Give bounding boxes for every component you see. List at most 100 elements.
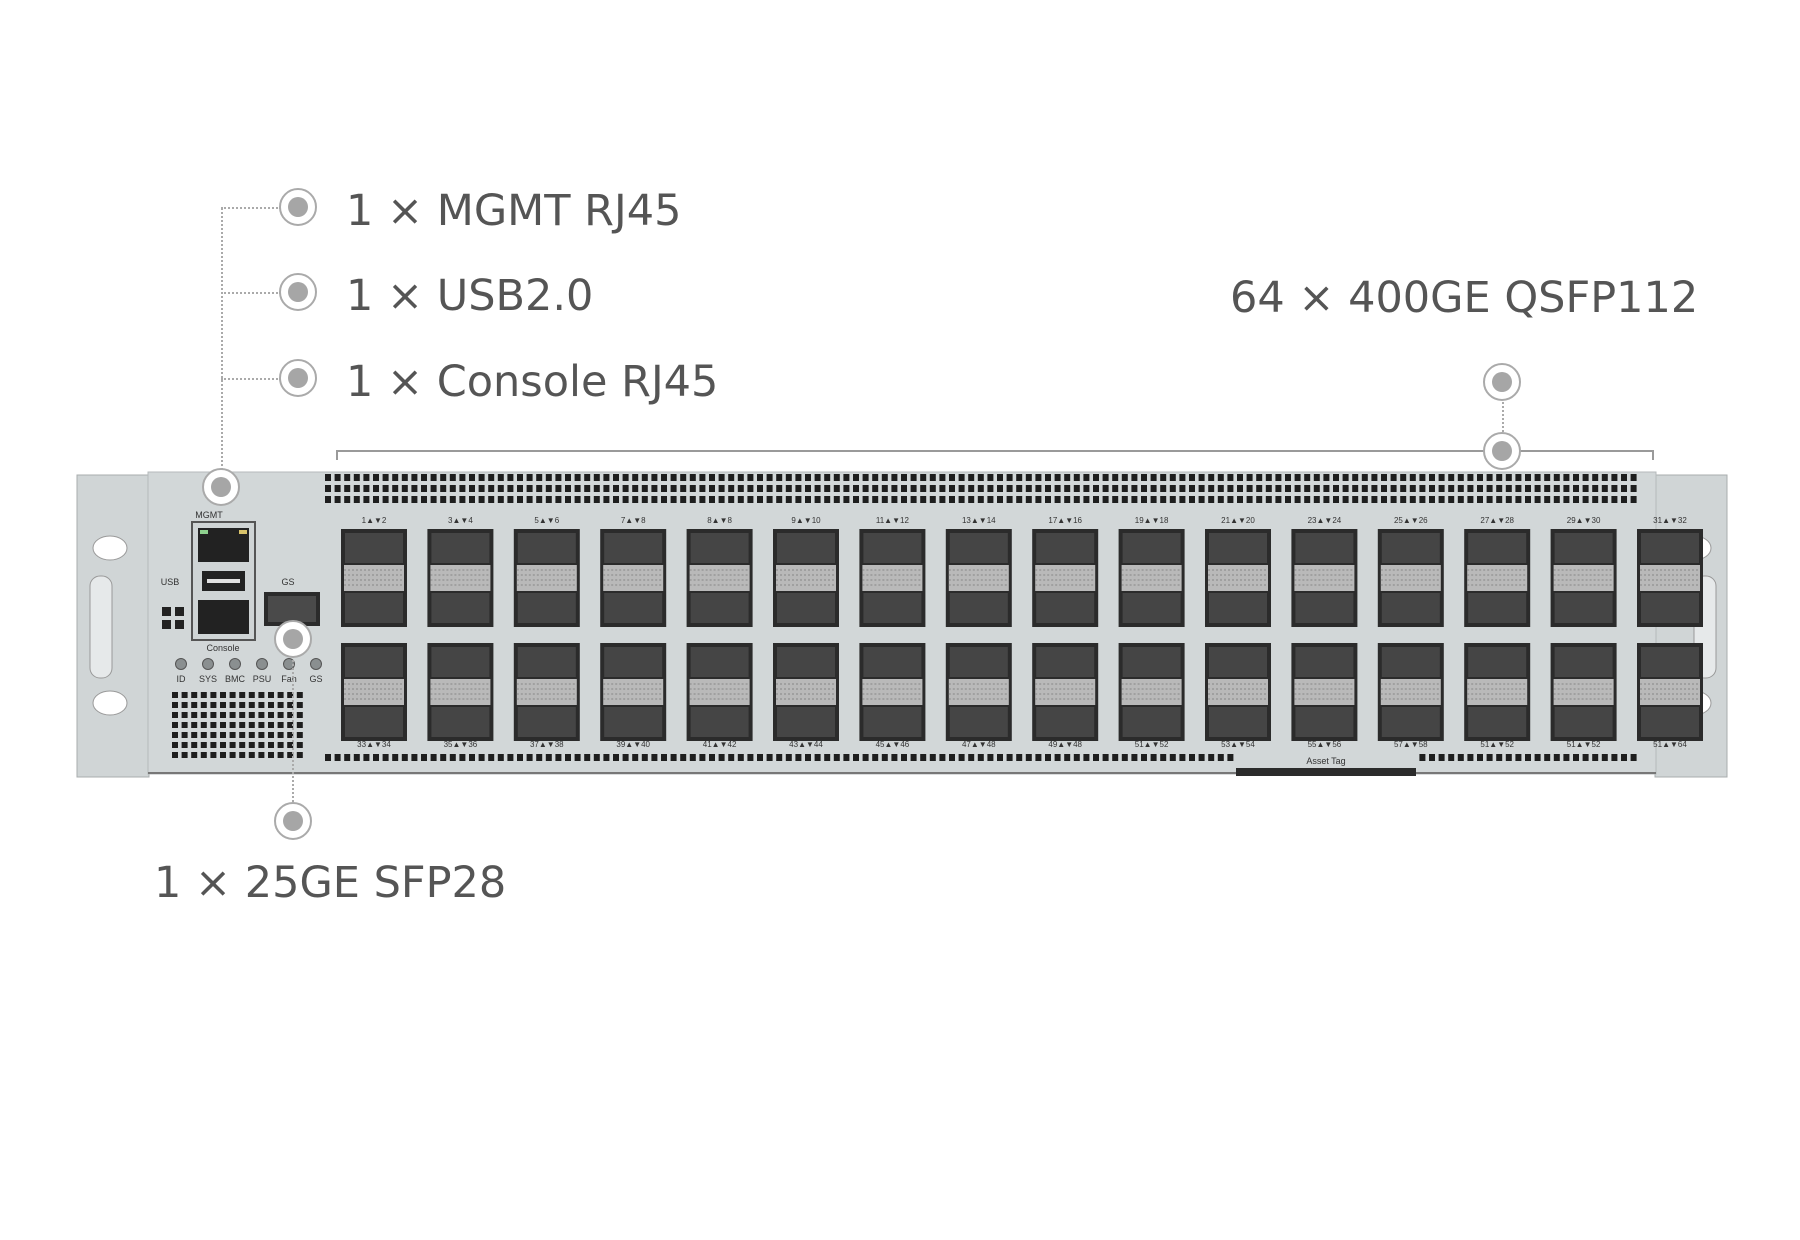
led-id	[175, 658, 187, 670]
qsfp-cage-bottom-5[interactable]	[686, 643, 753, 741]
qsfp-cage-top-11[interactable]	[1205, 529, 1271, 627]
qsfp-cage-top-6[interactable]	[773, 529, 839, 627]
port-label-bottom-6: 43▲▼44	[789, 740, 823, 749]
vent-top	[325, 474, 1637, 503]
qsfp-cage-top-9[interactable]	[1032, 529, 1099, 627]
port-label-bottom-14: 51▲▼52	[1480, 740, 1514, 749]
led-label-gs: GS	[309, 674, 322, 684]
port-label-top-1: 1▲▼2	[362, 516, 387, 525]
qsfp-cage-top-15[interactable]	[1550, 529, 1617, 627]
usb-leader	[221, 292, 281, 294]
sfp-marker	[274, 802, 312, 840]
led-label-psu: PSU	[253, 674, 272, 684]
qsfp-marker	[1483, 363, 1521, 401]
qsfp-callout: 64 × 400GE QSFP112	[1230, 273, 1699, 323]
mgmt-block: MGMT USB Console GS	[161, 510, 320, 653]
qsfp-cage-top-10[interactable]	[1118, 529, 1185, 627]
led-fan	[283, 658, 295, 670]
console-leader	[221, 378, 281, 380]
qsfp-cage-bottom-13[interactable]	[1377, 643, 1444, 741]
sfp-leader	[292, 640, 294, 810]
led-label-fan: Fan	[281, 674, 297, 684]
vent-bottom	[325, 754, 1637, 761]
qsfp-bracket	[336, 450, 1654, 460]
console-marker	[279, 359, 317, 397]
led-psu	[256, 658, 268, 670]
console-port-label: Console	[206, 643, 239, 653]
qsfp-cage-bottom-7[interactable]	[859, 643, 926, 741]
qsfp-cage-bottom-8[interactable]	[945, 643, 1012, 741]
qsfp-cage-bottom-12[interactable]	[1291, 643, 1358, 741]
port-label-bottom-12: 55▲▼56	[1308, 740, 1342, 749]
port-label-top-3: 5▲▼6	[534, 516, 559, 525]
qsfp-cage-top-8[interactable]	[945, 529, 1012, 627]
qsfp-cage-bottom-6[interactable]	[773, 643, 839, 741]
mgmt-port-label: MGMT	[195, 510, 223, 520]
mgmt-callout: 1 × MGMT RJ45	[346, 186, 682, 236]
qsfp-bracket-marker	[1483, 432, 1521, 470]
qsfp-cage-bottom-16[interactable]	[1637, 643, 1703, 741]
usb-callout: 1 × USB2.0	[346, 271, 594, 321]
qsfp-cage-bottom-10[interactable]	[1118, 643, 1185, 741]
port-label-bottom-3: 37▲▼38	[530, 740, 564, 749]
port-label-bottom-8: 47▲▼48	[962, 740, 996, 749]
qsfp-cage-bottom-4[interactable]	[600, 643, 667, 741]
port-label-top-4: 7▲▼8	[621, 516, 646, 525]
rack-ear-left	[76, 474, 150, 778]
port-label-top-7: 11▲▼12	[876, 516, 910, 525]
qsfp-cage-top-1[interactable]	[341, 529, 407, 627]
port-label-bottom-1: 33▲▼34	[357, 740, 391, 749]
led-label-sys: SYS	[199, 674, 217, 684]
mgmt-marker	[279, 188, 317, 226]
port-label-top-2: 3▲▼4	[448, 516, 473, 525]
status-leds: ID SYS BMC PSU Fan GS	[175, 658, 323, 684]
qsfp-cage-top-13[interactable]	[1377, 529, 1444, 627]
port-label-bottom-4: 39▲▼40	[616, 740, 650, 749]
qsfp-cage-bottom-1[interactable]	[341, 643, 407, 741]
port-label-top-6: 9▲▼10	[791, 516, 821, 525]
qsfp-cage-bottom-2[interactable]	[427, 643, 494, 741]
port-label-bottom-16: 51▲▼64	[1653, 740, 1687, 749]
qsfp-cage-bottom-3[interactable]	[513, 643, 580, 741]
qsfp-cage-bottom-14[interactable]	[1464, 643, 1531, 741]
port-label-bottom-7: 45▲▼46	[876, 740, 910, 749]
sfp-callout: 1 × 25GE SFP28	[154, 858, 507, 908]
led-bmc	[229, 658, 241, 670]
qsfp-cage-top-4[interactable]	[600, 529, 667, 627]
led-sys	[202, 658, 214, 670]
qsfp-cage-top-16[interactable]	[1637, 529, 1703, 627]
gs-port-label: GS	[281, 577, 294, 587]
port-label-top-15: 29▲▼30	[1567, 516, 1601, 525]
vent-lower-left	[172, 692, 303, 758]
port-label-top-9: 17▲▼16	[1048, 516, 1082, 525]
port-label-bottom-10: 51▲▼52	[1135, 740, 1169, 749]
qsfp-cage-bottom-9[interactable]	[1032, 643, 1099, 741]
port-label-top-12: 23▲▼24	[1308, 516, 1342, 525]
port-label-bottom-9: 49▲▼48	[1048, 740, 1082, 749]
port-label-top-11: 21▲▼20	[1221, 516, 1255, 525]
qsfp-cage-top-2[interactable]	[427, 529, 494, 627]
qsfp-cage-bottom-15[interactable]	[1550, 643, 1617, 741]
console-callout: 1 × Console RJ45	[346, 357, 719, 407]
port-label-bottom-2: 35▲▼36	[444, 740, 478, 749]
port-label-top-13: 25▲▼26	[1394, 516, 1428, 525]
port-label-top-5: 8▲▼8	[707, 516, 732, 525]
usb-port-label: USB	[161, 577, 180, 587]
qsfp-cage-top-12[interactable]	[1291, 529, 1358, 627]
qsfp-cage-top-7[interactable]	[859, 529, 926, 627]
qsfp-cage-bottom-11[interactable]	[1205, 643, 1271, 741]
port-label-top-10: 19▲▼18	[1135, 516, 1169, 525]
led-gs	[310, 658, 322, 670]
mgmt-leader-vertical	[221, 208, 223, 470]
svg-text:Asset Tag: Asset Tag	[1306, 756, 1345, 766]
qsfp-cage-top-5[interactable]	[686, 529, 753, 627]
console-rj45-port[interactable]	[198, 600, 249, 634]
qsfp-cage-top-14[interactable]	[1464, 529, 1531, 627]
qsfp-cage-top-3[interactable]	[513, 529, 580, 627]
led-label-id: ID	[177, 674, 187, 684]
port-label-bottom-5: 41▲▼42	[703, 740, 737, 749]
led-label-bmc: BMC	[225, 674, 246, 684]
sfp-port-marker	[274, 620, 312, 658]
